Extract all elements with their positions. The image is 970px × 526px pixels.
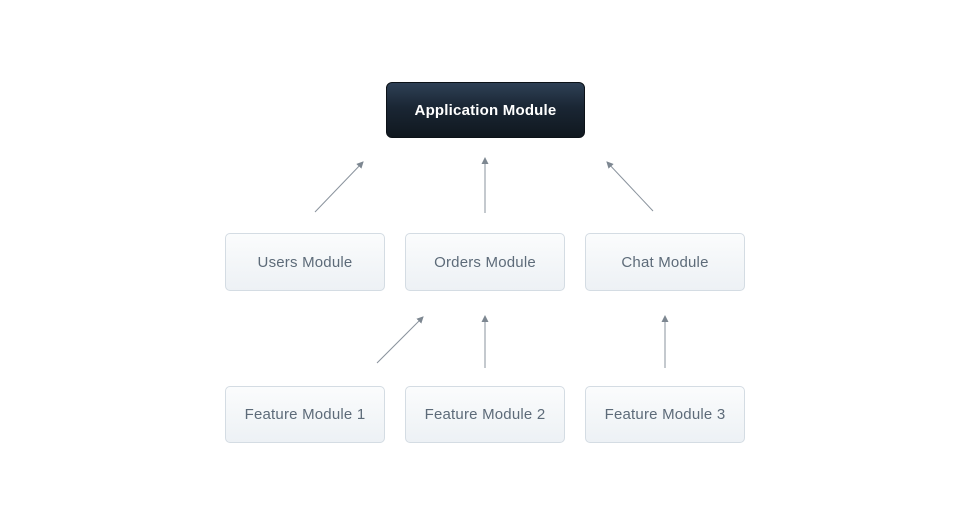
dependency-arrow-users-to-application <box>314 161 364 213</box>
node-feature-module-2: Feature Module 2 <box>405 386 565 443</box>
node-feature-module-3: Feature Module 3 <box>585 386 745 443</box>
node-feature-module-1: Feature Module 1 <box>225 386 385 443</box>
node-orders-module: Orders Module <box>405 233 565 291</box>
dependency-arrow-feature1-to-orders <box>376 316 424 364</box>
node-users-module: Users Module <box>225 233 385 291</box>
dependency-arrow-chat-to-application <box>606 161 654 212</box>
node-chat-module: Chat Module <box>585 233 745 291</box>
node-application-module: Application Module <box>386 82 585 138</box>
